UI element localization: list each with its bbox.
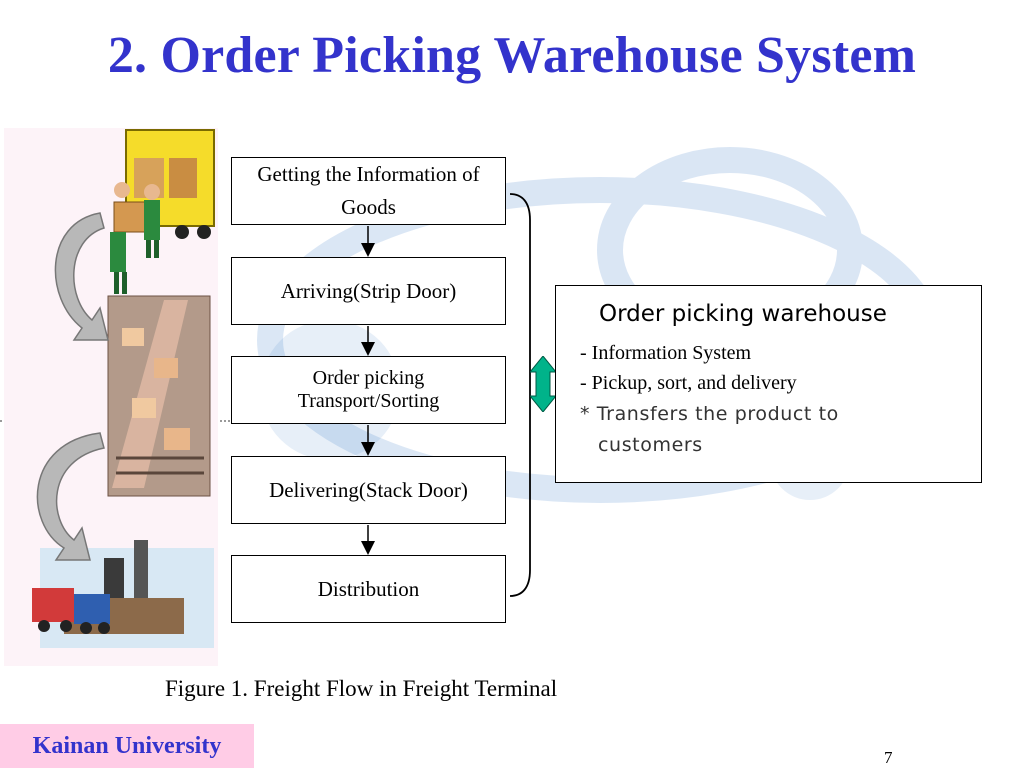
slide-title: 2. Order Picking Warehouse System [107,27,917,84]
flow-step-getting-information: Getting the Information of Goods [231,157,506,225]
flow-step-arriving: Arriving(Strip Door) [231,257,506,325]
footer-university-badge: Kainan University [0,724,254,768]
flow-step-order-picking: Order picking Transport/Sorting [231,356,506,424]
flow-step-label: Order picking Transport/Sorting [298,367,440,413]
info-heading: Order picking warehouse [599,301,887,327]
info-item: customers [598,434,703,456]
illustration-panel [4,128,218,666]
flow-step-label-line1: Order picking [312,367,425,389]
flow-step-label: Delivering(Stack Door) [269,477,468,502]
truck-loading-illustration [110,129,215,294]
flow-step-distribution: Distribution [231,555,506,623]
grouping-bracket [509,193,531,597]
info-item: - Information System [580,342,752,364]
factory-illustration [32,540,214,648]
info-item: * Transfers the product to [580,403,839,425]
flow-step-delivering: Delivering(Stack Door) [231,456,506,524]
info-box: Order picking warehouse - Information Sy… [555,285,982,483]
info-item: - Pickup, sort, and delivery [580,372,797,394]
curved-arrow-icon [36,212,109,561]
flow-step-label-line2: Transport/Sorting [297,390,440,412]
down-arrow-icon [361,226,375,257]
figure-caption: Figure 1. Freight Flow in Freight Termin… [165,676,558,701]
flow-step-label: Getting the Information of Goods [257,162,480,219]
page-number: 7 [884,748,893,767]
down-arrow-icon [361,525,375,555]
down-arrow-icon [361,326,375,356]
footer-label: Kainan University [32,732,222,759]
flow-step-label: Distribution [317,576,420,601]
flow-step-label: Arriving(Strip Door) [280,278,457,303]
down-arrow-icon [361,425,375,456]
conveyor-illustration [107,295,211,497]
double-arrow-connector-icon [530,356,556,412]
